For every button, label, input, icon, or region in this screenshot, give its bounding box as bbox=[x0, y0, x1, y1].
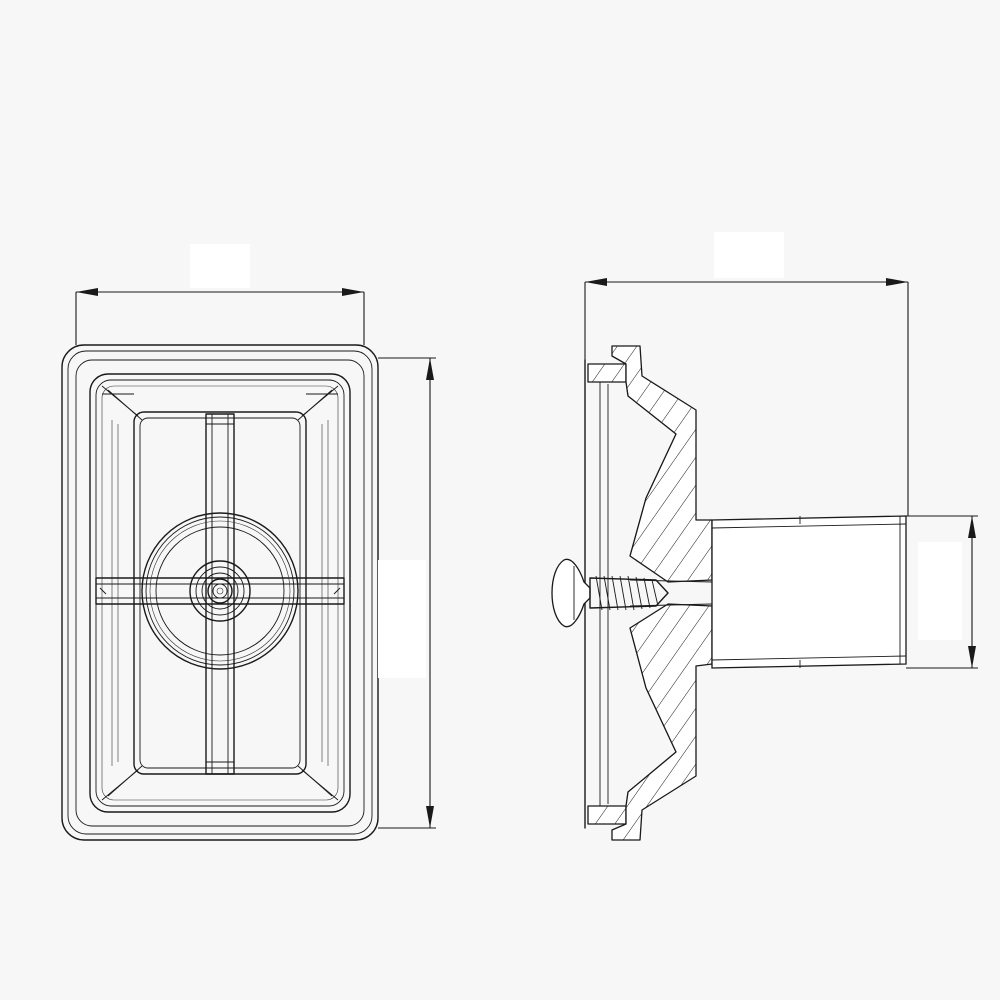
side-depth-dimension bbox=[584, 232, 909, 516]
front-chamfer-lines bbox=[101, 385, 339, 801]
screw bbox=[551, 558, 669, 628]
side-tube bbox=[711, 515, 907, 669]
front-cavity-rim-inner bbox=[101, 385, 339, 801]
side-upper-tab bbox=[587, 363, 627, 383]
front-flange-edge bbox=[67, 350, 373, 835]
front-width-label-patch bbox=[190, 244, 250, 288]
front-cavity-floor bbox=[133, 411, 307, 775]
screw-head bbox=[551, 558, 591, 628]
screw-threads bbox=[595, 575, 659, 611]
front-outer-flange bbox=[61, 344, 379, 841]
front-wall-lines bbox=[111, 420, 329, 766]
front-flange-inner-edge bbox=[75, 359, 365, 827]
front-horizontal-rib bbox=[95, 577, 345, 605]
side-tube-label-patch bbox=[918, 542, 962, 640]
side-inner-lines bbox=[599, 381, 677, 807]
front-cavity-outer bbox=[89, 373, 351, 813]
side-screw-channel bbox=[629, 579, 713, 607]
front-height-label-patch bbox=[378, 560, 426, 678]
side-section-view bbox=[551, 345, 907, 841]
front-tab-marks bbox=[99, 587, 341, 595]
side-lower-tab bbox=[587, 805, 627, 825]
front-cavity-floor-inner bbox=[139, 417, 301, 769]
front-height-dimension bbox=[378, 357, 436, 829]
screw-shank bbox=[589, 577, 669, 609]
side-tube-dimension bbox=[906, 515, 978, 669]
front-view bbox=[61, 344, 379, 841]
side-depth-label-patch bbox=[714, 232, 784, 278]
front-cavity-rim bbox=[95, 379, 345, 807]
front-width-dimension bbox=[75, 244, 365, 345]
front-center-boss bbox=[141, 512, 299, 670]
